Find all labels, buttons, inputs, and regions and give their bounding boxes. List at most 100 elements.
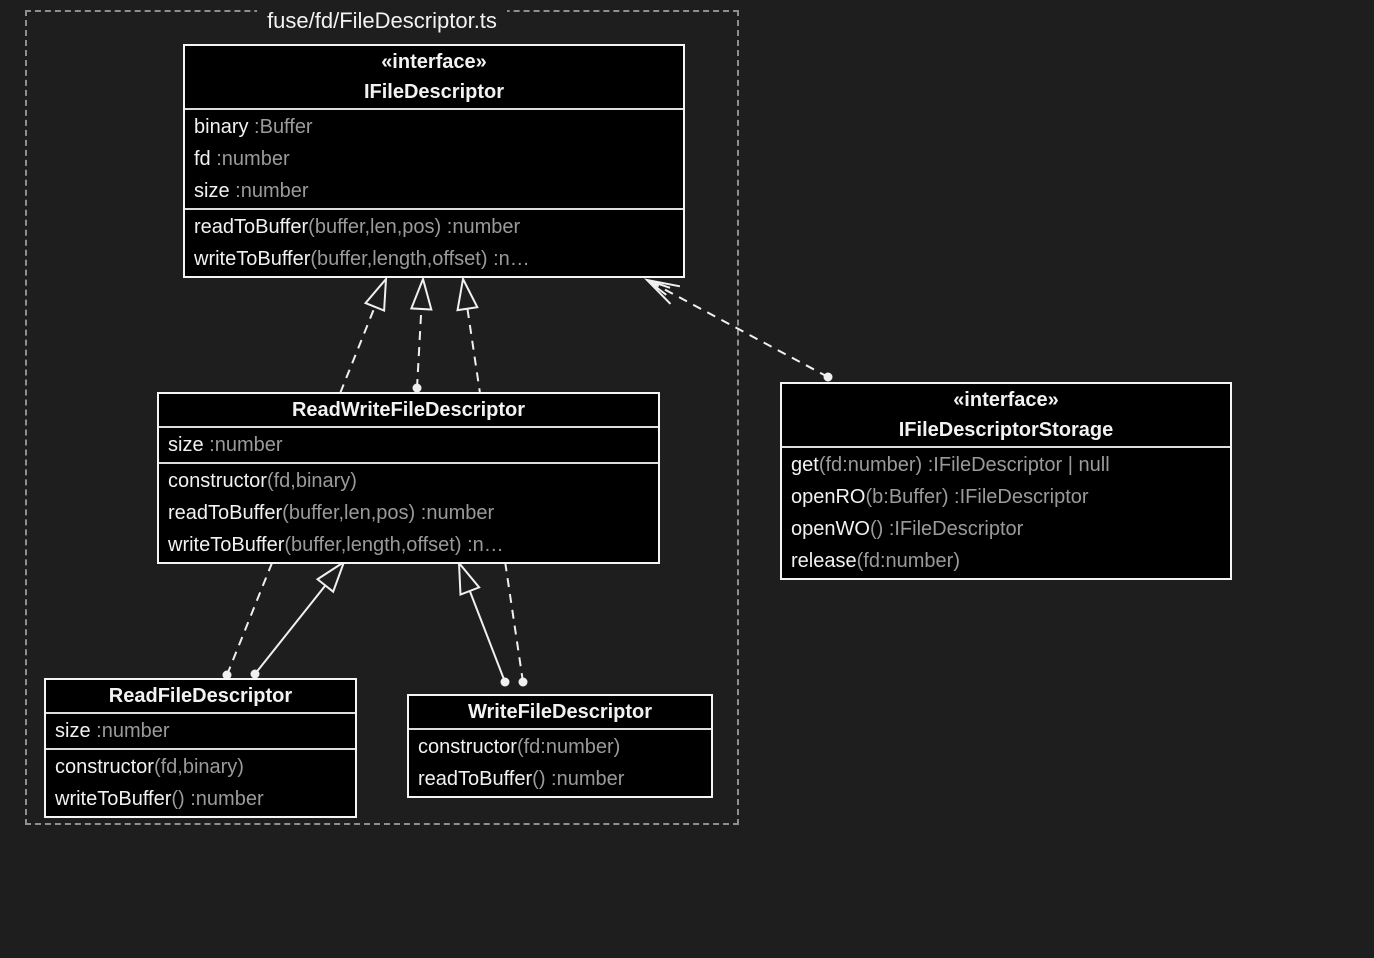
methods-compartment: constructor(fd:number) readToBuffer() :n… — [409, 728, 711, 796]
readwritefiledescriptor-implements-ifiledescriptor — [409, 275, 433, 393]
edge-tail-dot — [518, 677, 528, 687]
method-signature: () :IFileDescriptor — [869, 518, 1024, 540]
method-name: readToBuffer — [418, 768, 533, 790]
writefiledescriptor-implements-ifiledescriptor — [456, 275, 528, 687]
method-name: constructor — [418, 736, 517, 758]
field-row: size :number — [46, 715, 355, 747]
method-signature: (buffer,length,offset) :n… — [310, 248, 530, 270]
hollow-triangle-arrowhead-icon — [315, 559, 346, 594]
field-row: binary :Buffer — [185, 111, 683, 143]
fields-compartment: binary :Buffer fd :number size :number — [185, 108, 683, 208]
stereotype-label: «interface» — [381, 51, 487, 73]
method-name: writeToBuffer — [168, 534, 285, 556]
generalization-edge-line — [254, 584, 327, 675]
class-node-ifiledescriptor[interactable]: «interface» IFileDescriptor binary :Buff… — [183, 44, 685, 278]
method-name: release — [791, 550, 857, 572]
class-title: «interface» IFileDescriptor — [185, 46, 683, 108]
writefiledescriptor-extends-readwritefiledescriptor — [457, 560, 510, 687]
method-row: readToBuffer() :number — [409, 763, 711, 795]
methods-compartment: readToBuffer(buffer,len,pos) :number wri… — [185, 208, 683, 276]
hollow-triangle-arrowhead-icon — [363, 276, 388, 313]
method-signature: (b:Buffer) :IFileDescriptor — [865, 486, 1089, 508]
method-row: readToBuffer(buffer,len,pos) :number — [185, 211, 683, 243]
field-type: :number — [229, 180, 309, 202]
method-name: constructor — [168, 470, 267, 492]
fields-compartment: size :number — [46, 712, 355, 748]
class-title: WriteFileDescriptor — [409, 696, 711, 728]
class-title: ReadWriteFileDescriptor — [159, 394, 658, 426]
edge-tail-dot — [250, 669, 260, 679]
method-row: constructor(fd,binary) — [46, 751, 355, 783]
method-signature: () :number — [171, 788, 264, 810]
edge-tail-dot — [500, 677, 510, 687]
class-node-readfiledescriptor[interactable]: ReadFileDescriptor size :number construc… — [44, 678, 357, 818]
method-signature: (fd:number) — [856, 550, 960, 572]
method-signature: () :number — [532, 768, 625, 790]
realization-edge-line — [416, 308, 423, 389]
fields-compartment: size :number — [159, 426, 658, 462]
method-row: openWO() :IFileDescriptor — [782, 513, 1230, 545]
class-name: ReadWriteFileDescriptor — [291, 399, 526, 421]
class-node-readwritefiledescriptor[interactable]: ReadWriteFileDescriptor size :number con… — [157, 392, 660, 564]
method-row: get(fd:number) :IFileDescriptor | null — [782, 449, 1230, 481]
edge-tail-dot — [823, 372, 833, 382]
field-name: size — [168, 434, 204, 456]
method-name: readToBuffer — [168, 502, 283, 524]
module-container-box: fuse/fd/FileDescriptor.ts — [25, 7, 739, 825]
method-signature: (fd,binary) — [266, 470, 357, 492]
method-name: writeToBuffer — [55, 788, 172, 810]
method-row: constructor(fd:number) — [409, 731, 711, 763]
field-row: size :number — [159, 429, 658, 461]
method-row: readToBuffer(buffer,len,pos) :number — [159, 497, 658, 529]
method-signature: (fd,binary) — [153, 756, 244, 778]
method-signature: (buffer,length,offset) :n… — [284, 534, 504, 556]
field-name: size — [194, 180, 230, 202]
method-row: openRO(b:Buffer) :IFileDescriptor — [782, 481, 1230, 513]
open-vee-arrowhead-icon — [646, 279, 671, 296]
method-signature: (buffer,len,pos) :number — [282, 502, 495, 524]
dependency-edge-line — [646, 279, 829, 378]
field-name: fd — [194, 148, 211, 170]
class-name: WriteFileDescriptor — [467, 701, 653, 723]
class-title: ReadFileDescriptor — [46, 680, 355, 712]
methods-compartment: constructor(fd,binary) writeToBuffer() :… — [46, 748, 355, 816]
edge-tail-dot — [412, 383, 422, 393]
edge-tail-dot — [222, 670, 232, 680]
stereotype-label: «interface» — [953, 389, 1059, 411]
class-node-ifiledescriptorstorage[interactable]: «interface» IFileDescriptorStorage get(f… — [780, 382, 1232, 580]
method-row: writeToBuffer(buffer,length,offset) :n… — [159, 529, 658, 561]
hollow-triangle-arrowhead-icon — [409, 275, 433, 311]
method-name: readToBuffer — [194, 216, 309, 238]
readfiledescriptor-extends-readwritefiledescriptor — [250, 559, 346, 679]
method-name: openRO — [791, 486, 866, 508]
method-signature: (fd:number) — [516, 736, 621, 758]
method-row: writeToBuffer() :number — [46, 783, 355, 815]
method-row: writeToBuffer(buffer,length,offset) :n… — [185, 243, 683, 275]
method-row: constructor(fd,binary) — [159, 465, 658, 497]
methods-compartment: constructor(fd,binary) readToBuffer(buff… — [159, 462, 658, 562]
class-title: «interface» IFileDescriptorStorage — [782, 384, 1230, 446]
field-type: :number — [203, 434, 283, 456]
hollow-triangle-arrowhead-icon — [457, 560, 481, 597]
ifiledescriptorstorage-depends-on-ifiledescriptor — [644, 278, 833, 382]
field-row: size :number — [185, 175, 683, 207]
method-name: openWO — [791, 518, 870, 540]
class-name: IFileDescriptor — [363, 81, 505, 103]
module-filename-label: fuse/fd/FileDescriptor.ts — [257, 7, 507, 35]
method-signature: (fd:number) :IFileDescriptor | null — [818, 454, 1110, 476]
class-name: ReadFileDescriptor — [108, 685, 293, 707]
field-type: :Buffer — [248, 116, 313, 138]
method-signature: (buffer,len,pos) :number — [308, 216, 521, 238]
class-node-writefiledescriptor[interactable]: WriteFileDescriptor constructor(fd:numbe… — [407, 694, 713, 798]
field-name: binary — [194, 116, 249, 138]
method-name: constructor — [55, 756, 154, 778]
method-name: get — [791, 454, 819, 476]
field-type: :number — [90, 720, 170, 742]
methods-compartment: get(fd:number) :IFileDescriptor | null o… — [782, 446, 1230, 578]
generalization-edge-line — [468, 590, 506, 683]
method-row: release(fd:number) — [782, 545, 1230, 577]
class-name: IFileDescriptorStorage — [898, 419, 1114, 441]
field-name: size — [55, 720, 91, 742]
